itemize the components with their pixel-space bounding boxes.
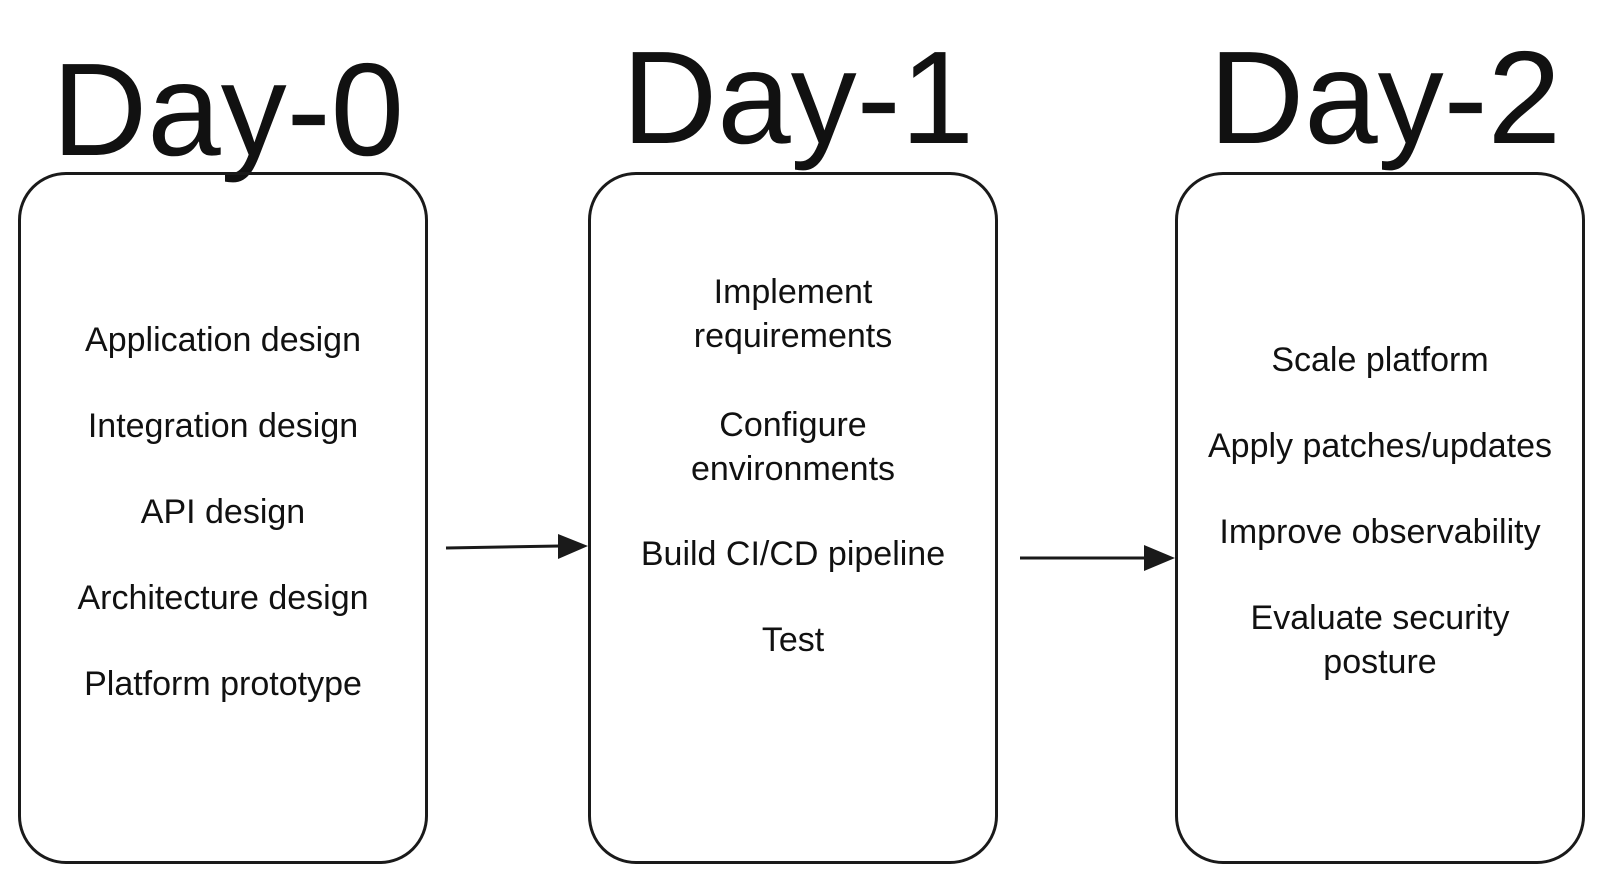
stage-item: Configure environments [690, 406, 896, 488]
stage-item: Scale platform [1271, 341, 1489, 379]
stage-item: Test [761, 621, 825, 659]
arrowhead-icon [1144, 545, 1175, 571]
stage-item: Integration design [87, 407, 359, 445]
stage-box-day-2: Scale platform Apply patches/updates Imp… [1175, 172, 1585, 864]
arrow-day-0-to-day-1 [445, 544, 561, 550]
arrowhead-icon [558, 534, 588, 559]
stage-title-day-0: Day-0 [51, 36, 405, 183]
stage-item: Architecture design [77, 579, 369, 617]
stage-item: API design [140, 493, 306, 531]
stage-item: Evaluate security posture [1250, 599, 1510, 681]
stage-item: Platform prototype [84, 665, 362, 703]
stage-box-day-1: Implement requirements Configure environ… [588, 172, 998, 864]
stage-title-day-1: Day-1 [621, 24, 975, 171]
stage-item: Build CI/CD pipeline [640, 535, 946, 573]
stage-item: Application design [85, 321, 361, 359]
stage-item: Improve observability [1219, 513, 1541, 551]
stage-title-day-2: Day-2 [1208, 24, 1562, 171]
stage-item: Implement requirements [693, 273, 893, 355]
stage-box-day-0: Application design Integration design AP… [18, 172, 428, 864]
stage-item: Apply patches/updates [1207, 427, 1553, 465]
